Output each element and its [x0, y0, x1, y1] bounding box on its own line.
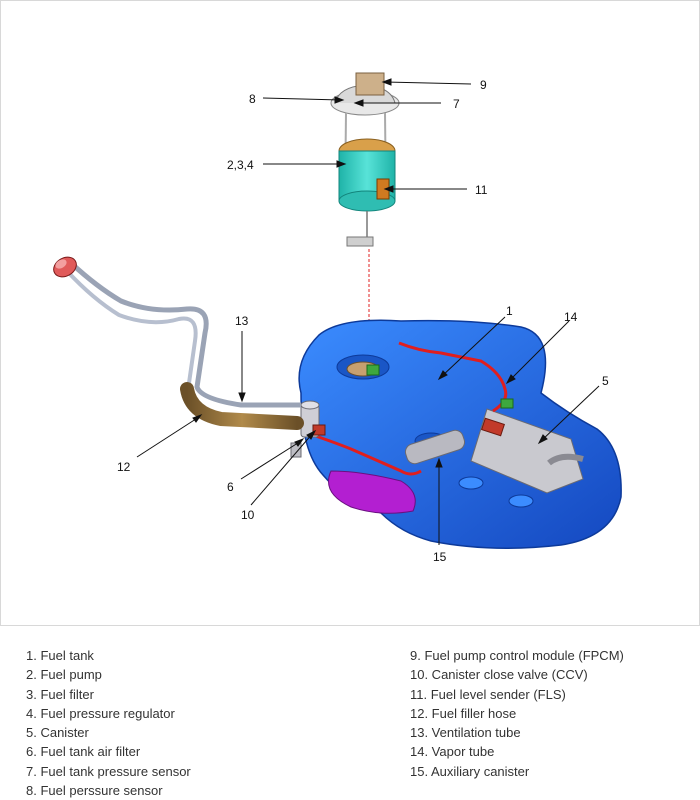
ventilation-tube	[69, 261, 301, 408]
diagram-frame: 9 8 7 2,3,4 11 1 14 5 13 12 6 10 15	[0, 0, 700, 626]
legend-item: 14. Vapor tube	[410, 744, 495, 760]
tank-skid	[328, 470, 416, 514]
canister	[470, 408, 584, 494]
legend-item: 11. Fuel level sender (FLS)	[410, 686, 566, 702]
filler-cap	[53, 256, 77, 278]
legend-left-column: 1. Fuel tank 2. Fuel pump 3. Fuel filter…	[26, 646, 191, 800]
legend-item: 13. Ventilation tube	[410, 725, 521, 741]
callout-11: 11	[475, 183, 488, 197]
legend-item: 5. Canister	[26, 725, 89, 741]
fuel-pump-module	[330, 72, 400, 247]
callout-10: 10	[241, 508, 255, 522]
leader-lines	[136, 78, 600, 545]
legend-item: 8. Fuel perssure sensor	[26, 783, 163, 799]
legend-item: 7. Fuel tank pressure sensor	[26, 763, 191, 779]
legend-item: 15. Auxiliary canister	[410, 763, 530, 779]
vapor-line-lower	[300, 429, 422, 476]
sensor-green	[366, 364, 380, 376]
legend-right-column: 9. Fuel pump control module (FPCM) 10. C…	[410, 646, 624, 781]
callout-6: 6	[227, 480, 234, 494]
legend-item: 10. Canister close valve (CCV)	[410, 667, 588, 683]
callout-12: 12	[117, 460, 131, 474]
callout-2-3-4: 2,3,4	[227, 158, 254, 172]
vapor-connector	[500, 398, 514, 409]
callout-1: 1	[506, 304, 513, 318]
callout-5: 5	[602, 374, 609, 388]
legend-item: 9. Fuel pump control module (FPCM)	[410, 648, 624, 663]
legend-item: 2. Fuel pump	[26, 667, 102, 683]
fuel-filler-hose	[180, 382, 304, 430]
callout-9: 9	[480, 78, 487, 92]
legend-item: 12. Fuel filler hose	[410, 705, 517, 721]
ventilation-tube-2	[65, 269, 198, 384]
callout-15: 15	[433, 550, 447, 564]
callout-7: 7	[453, 97, 460, 111]
legend-item: 6. Fuel tank air filter	[26, 744, 141, 760]
legend-item: 4. Fuel pressure regulator	[26, 705, 175, 721]
callout-13: 13	[235, 314, 249, 328]
callout-8: 8	[249, 92, 256, 106]
auxiliary-canister	[404, 429, 466, 465]
legend-item: 1. Fuel tank	[26, 648, 94, 663]
legend-item: 3. Fuel filter	[26, 686, 94, 702]
fuel-system-diagram: 9 8 7 2,3,4 11 1 14 5 13 12 6 10 15	[53, 72, 622, 564]
callout-14: 14	[564, 310, 578, 324]
fpcm-box	[355, 72, 385, 96]
